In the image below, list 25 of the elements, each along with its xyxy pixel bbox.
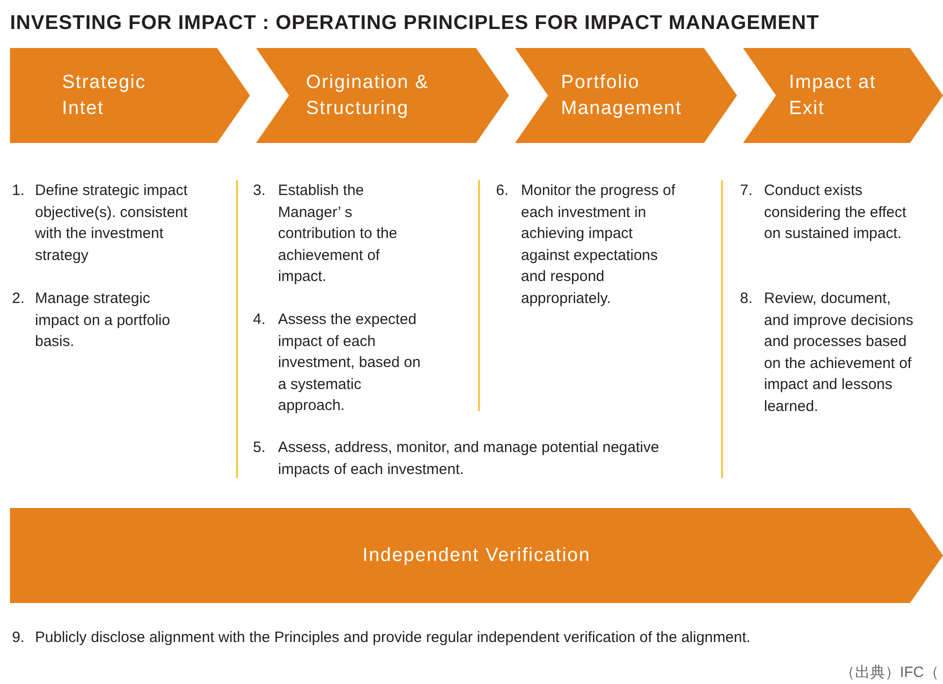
step-title: Impact at Exit [789, 70, 878, 120]
step-title: Portfolio Management [561, 70, 683, 120]
item-number: 1. [12, 181, 25, 201]
item-number: 8. [740, 289, 753, 309]
item-number: 4. [253, 310, 266, 330]
item-number: 7. [740, 181, 753, 201]
step-title: Independent Verification [362, 544, 590, 568]
source-caption: （出典）IFC（ [840, 663, 939, 683]
principle-text: Manage strategic impact on a portfolio basis. [35, 289, 172, 352]
item-number: 6. [496, 181, 509, 201]
principle-text: Conduct exists considering the effect on sustained impact. [764, 181, 908, 244]
diagram-title: INVESTING FOR IMPACT : OPERATING PRINCIPLES FOR IMPACT MANAGEMENT [10, 11, 820, 36]
item-number: 2. [12, 289, 25, 309]
step-title: Strategic Intet [62, 70, 147, 120]
step-title: Origination & Structuring [306, 70, 430, 120]
item-number: 3. [253, 181, 266, 201]
principle-text: Review, document, and improve decisions and processes based on the achievement of impact and lessons learned. [764, 289, 914, 416]
item-number: 5. [253, 438, 266, 458]
item-number: 9. [12, 628, 25, 648]
principle-text: Assess, address, monitor, and manage potential negative impacts of each investment. [278, 438, 660, 480]
principle-text: Define strategic impact objective(s). consistent with the investment strategy [35, 181, 189, 266]
principle-text: Monitor the progress of each investment in achieving impact against expectations and respond appropriately. [521, 181, 676, 308]
principle-text: Assess the expected impact of each investment, based on a systematic approach. [278, 310, 422, 416]
principle-text: Establish the Manager’ s contribution to the achievement of impact. [278, 181, 398, 287]
principle-text: Publicly disclose alignment with the Principles and provide regular independent verification of the alignment. [35, 628, 752, 648]
